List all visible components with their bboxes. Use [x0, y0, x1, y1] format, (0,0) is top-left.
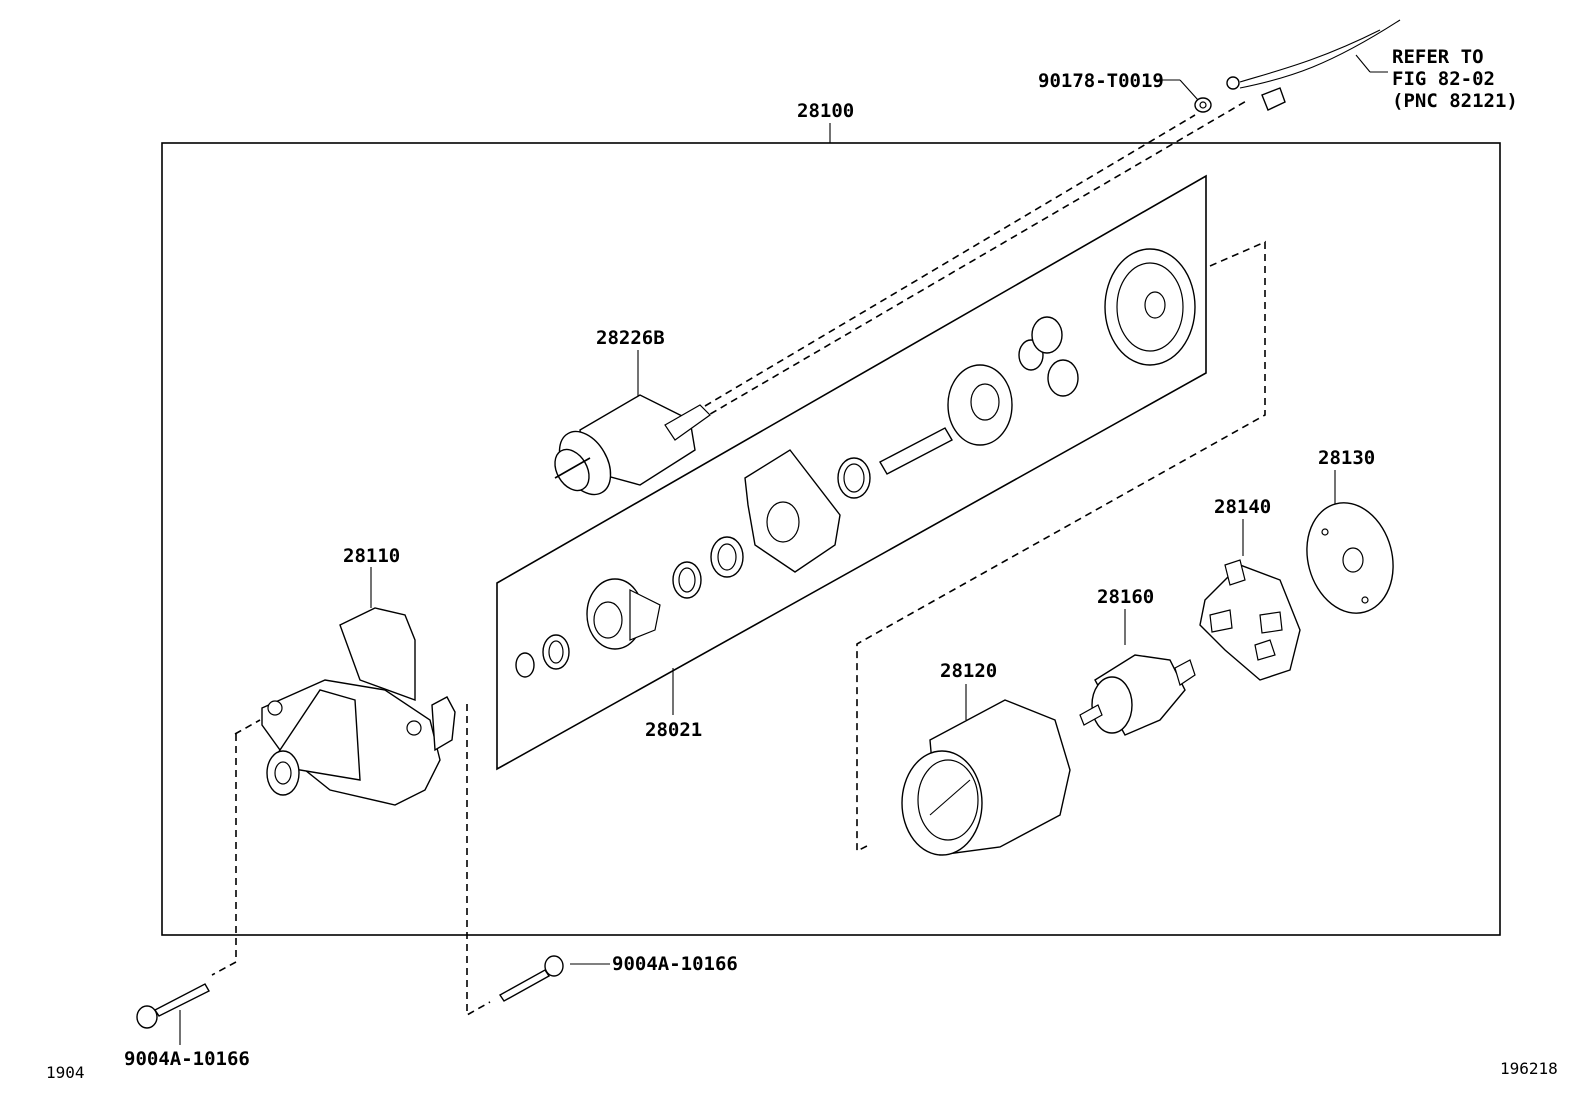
bolt-right: [498, 955, 610, 1002]
armature: [1079, 609, 1196, 736]
label-end-frame: 28130: [1318, 447, 1375, 469]
housing-dashed-frame: [234, 719, 261, 735]
bolt-left: [136, 983, 210, 1045]
label-solenoid: 28226B: [596, 327, 665, 349]
footer-left-code: 1904: [46, 1063, 85, 1082]
label-housing: 28110: [343, 545, 400, 567]
yoke: [901, 684, 1071, 856]
brush-holder: [1199, 519, 1301, 681]
nut-and-wire: [1156, 19, 1401, 113]
end-frame: [1306, 470, 1394, 614]
reference-line-1: REFER TO: [1392, 46, 1484, 68]
assembly-frame: [161, 142, 1501, 936]
label-brush-holder: 28140: [1214, 496, 1271, 518]
label-bolt-right: 9004A-10166: [612, 953, 738, 975]
label-nut: 90178-T0019: [1038, 70, 1164, 92]
label-assembly: 28100: [797, 100, 854, 122]
label-yoke: 28120: [940, 660, 997, 682]
motor-dashed-frame: [856, 240, 1266, 853]
reference-line-3: (PNC 82121): [1392, 90, 1518, 112]
kit-frame: [496, 174, 1207, 771]
label-bolt-left: 9004A-10166: [124, 1048, 250, 1070]
label-armature: 28160: [1097, 586, 1154, 608]
footer-right-code: 196218: [1500, 1059, 1558, 1078]
solenoid: [554, 350, 711, 496]
reference-line-2: FIG 82-02: [1392, 68, 1495, 90]
drive-housing: [261, 567, 456, 806]
kit-parts: [515, 248, 1196, 678]
label-kit: 28021: [645, 719, 702, 741]
